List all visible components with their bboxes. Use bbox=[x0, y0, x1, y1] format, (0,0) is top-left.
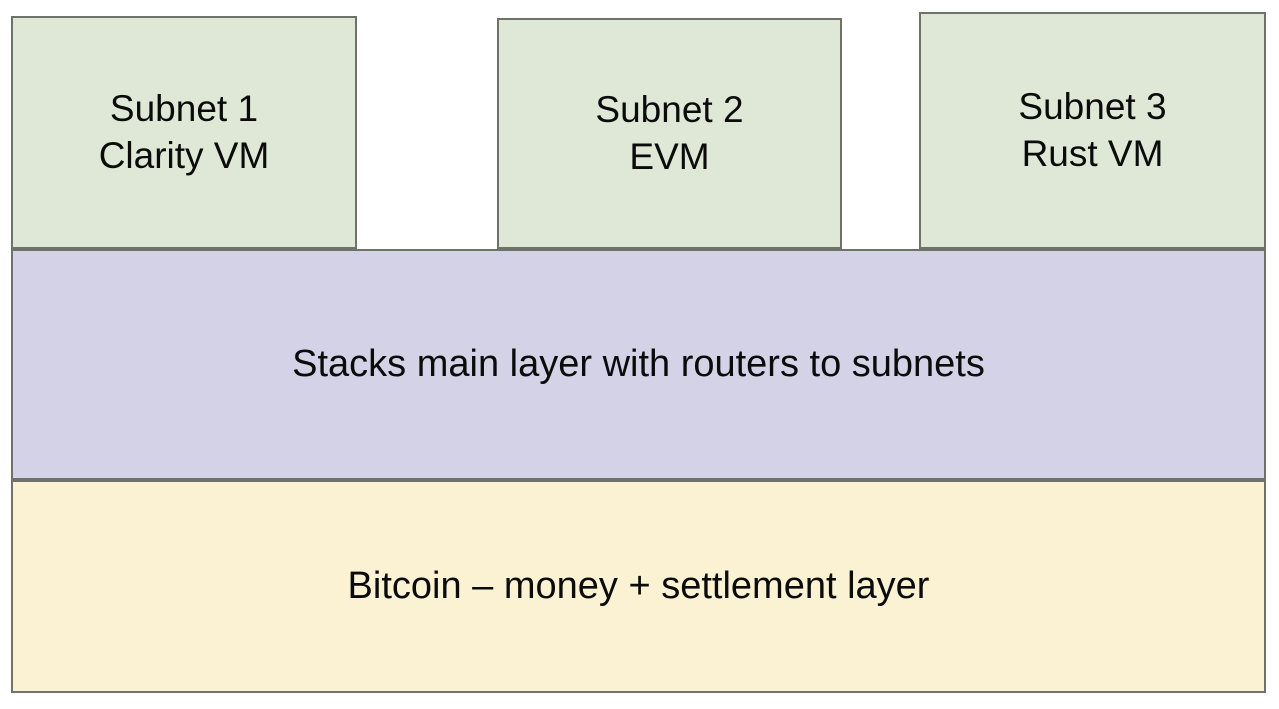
subnet-2-vm-label: EVM bbox=[629, 136, 710, 177]
stacks-main-layer-label: Stacks main layer with routers to subnet… bbox=[292, 343, 985, 386]
subnet-3-title: Subnet 3 bbox=[1018, 86, 1167, 128]
subnet-3-box[interactable]: Subnet 3 Rust VM bbox=[919, 12, 1266, 249]
stacks-main-layer-box[interactable]: Stacks main layer with routers to subnet… bbox=[11, 249, 1266, 480]
subnet-1-box[interactable]: Subnet 1 Clarity VM bbox=[11, 16, 357, 249]
subnet-1-title: Subnet 1 bbox=[109, 88, 259, 130]
subnet-2-title: Subnet 2 bbox=[595, 89, 744, 131]
bitcoin-settlement-layer-label: Bitcoin – money + settlement layer bbox=[347, 565, 930, 608]
subnet-2-box[interactable]: Subnet 2 EVM bbox=[497, 18, 842, 249]
subnet-1-vm-label: Clarity VM bbox=[98, 135, 270, 176]
bitcoin-settlement-layer-box[interactable]: Bitcoin – money + settlement layer bbox=[11, 480, 1266, 693]
subnet-3-vm-label: Rust VM bbox=[1021, 133, 1164, 174]
